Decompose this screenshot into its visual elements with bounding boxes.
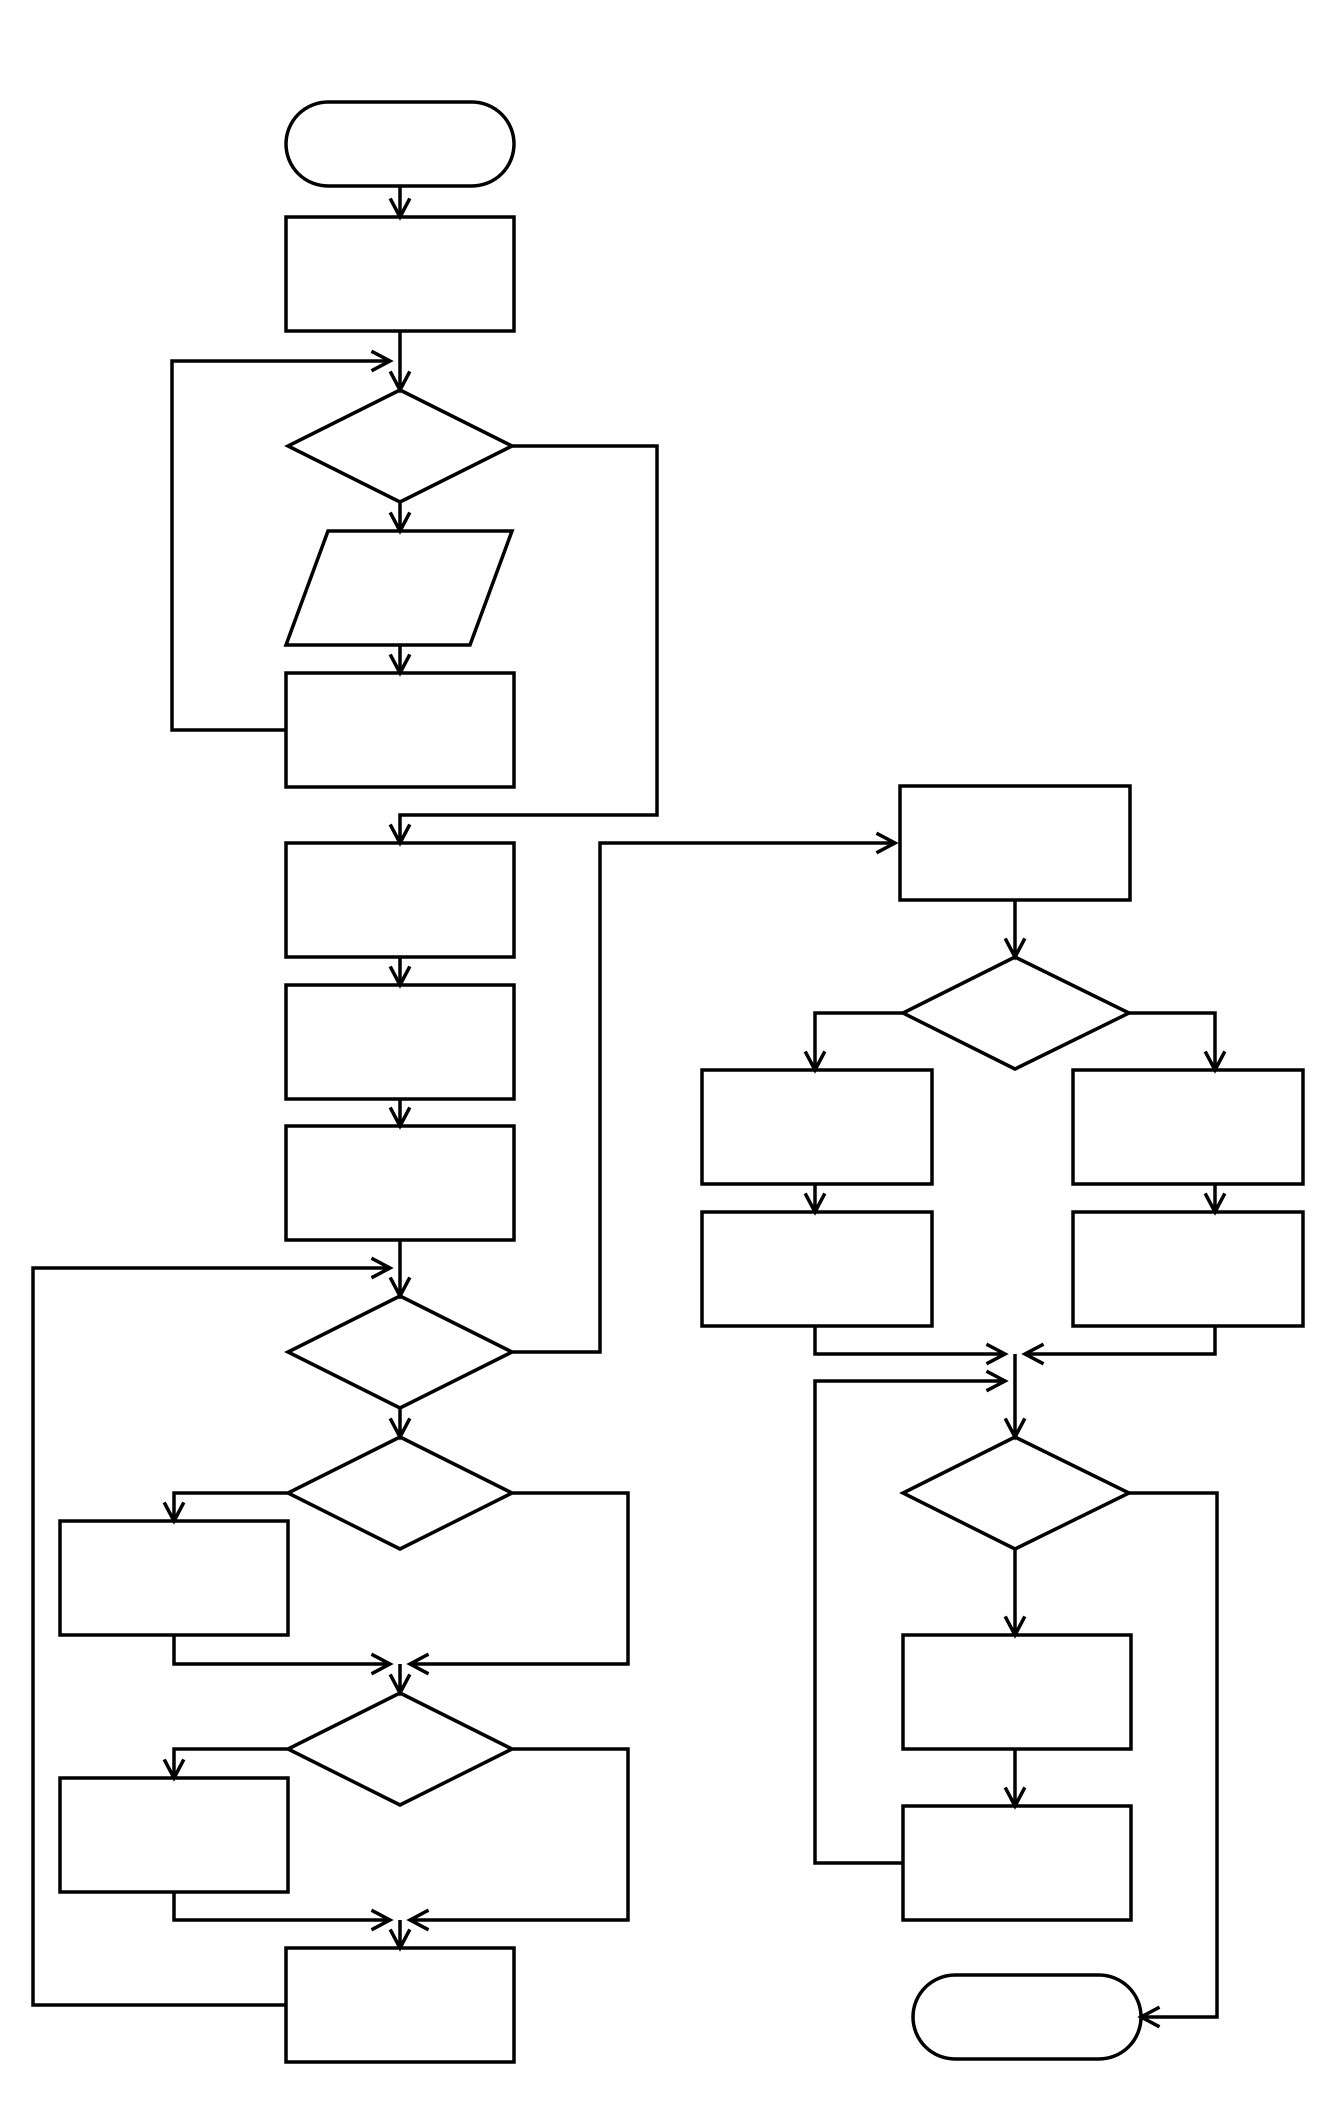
arrow-down-box2 bbox=[388, 653, 412, 677]
arrow-down-loop-end bbox=[388, 1928, 412, 1952]
decision-split bbox=[899, 955, 1133, 1071]
process-box-right-2 bbox=[901, 1633, 1133, 1751]
connector-split-right bbox=[1129, 1011, 1217, 1070]
process-box-right-3 bbox=[901, 1804, 1133, 1922]
arrow-down-decision3 bbox=[1003, 1417, 1027, 1441]
arrow-right-to-right1 bbox=[875, 831, 899, 855]
process-box-4 bbox=[284, 983, 516, 1101]
connector-loop1-return bbox=[170, 359, 390, 732]
decision-loop-1 bbox=[284, 388, 516, 504]
arrow-right-loop1-return bbox=[370, 349, 394, 373]
decision-branch-1 bbox=[284, 1435, 516, 1551]
arrow-down-box3 bbox=[388, 823, 412, 847]
arrow-down-branch1 bbox=[388, 1417, 412, 1441]
process-box-right-path-1 bbox=[1071, 1068, 1305, 1186]
connector-loop3-return bbox=[813, 1379, 1005, 1865]
connector-branch1-right bbox=[410, 1491, 630, 1666]
process-box-left-path-1 bbox=[700, 1068, 934, 1186]
connector-left-path-merge bbox=[813, 1326, 1005, 1356]
arrow-left-end bbox=[1137, 2005, 1161, 2029]
arrow-left-merge3 bbox=[1021, 1342, 1045, 1366]
connector-branch2-left bbox=[172, 1747, 288, 1778]
process-box-loop-end bbox=[284, 1946, 516, 2064]
connector-decision1-exit bbox=[398, 444, 659, 843]
process-box-right-path-2 bbox=[1071, 1210, 1305, 1328]
arrow-down-right2 bbox=[1003, 1615, 1027, 1639]
process-box-right-1 bbox=[898, 784, 1132, 902]
process-box-branch-1 bbox=[58, 1519, 290, 1637]
arrow-right-loop3-return bbox=[985, 1369, 1009, 1393]
decision-loop-2 bbox=[284, 1294, 516, 1410]
connector-branch2-right bbox=[410, 1747, 630, 1922]
connector-split-left bbox=[813, 1011, 903, 1070]
connector-branch1-left bbox=[172, 1491, 288, 1521]
arrow-down-split bbox=[1003, 937, 1027, 961]
connector-decision3-exit bbox=[1129, 1491, 1219, 2019]
process-box-branch-2 bbox=[58, 1776, 290, 1894]
arrow-down-left-path-1 bbox=[803, 1050, 827, 1074]
arrow-down-box4 bbox=[388, 965, 412, 989]
process-box-2 bbox=[284, 671, 516, 789]
connector-decision2-exit bbox=[512, 841, 895, 1354]
arrow-down-box1 bbox=[388, 197, 412, 221]
process-box-5 bbox=[284, 1124, 516, 1242]
arrow-down-right3 bbox=[1003, 1786, 1027, 1810]
arrow-down-branch2-left bbox=[162, 1758, 186, 1782]
arrow-left-merge1 bbox=[406, 1652, 430, 1676]
process-box-left-path-2 bbox=[700, 1210, 934, 1328]
arrow-down-decision1 bbox=[388, 370, 412, 394]
arrow-down-decision2 bbox=[388, 1276, 412, 1300]
connector-branch2-merge-left bbox=[172, 1892, 390, 1922]
arrow-down-branch2 bbox=[388, 1673, 412, 1697]
end-terminal bbox=[911, 1973, 1143, 2061]
arrow-right-loop2-return bbox=[370, 1256, 394, 1280]
arrow-right-merge2 bbox=[370, 1908, 394, 1932]
arrow-down-input bbox=[388, 511, 412, 535]
decision-branch-2 bbox=[284, 1691, 516, 1807]
arrow-right-merge3 bbox=[985, 1342, 1009, 1366]
input-parallelogram bbox=[283, 529, 515, 647]
connector-right-path-merge bbox=[1025, 1326, 1217, 1356]
connector-loop2-return bbox=[31, 1266, 390, 2007]
connector-branch1-merge-left bbox=[172, 1635, 390, 1666]
arrow-down-right-path-1 bbox=[1203, 1050, 1227, 1074]
process-box-1 bbox=[284, 215, 516, 333]
arrow-down-right-path-2 bbox=[1203, 1192, 1227, 1216]
arrow-down-left-path-2 bbox=[803, 1192, 827, 1216]
arrow-down-branch1-left bbox=[162, 1501, 186, 1525]
process-box-3 bbox=[284, 841, 516, 959]
arrow-down-box5 bbox=[388, 1106, 412, 1130]
arrow-right-merge1 bbox=[370, 1652, 394, 1676]
arrow-left-merge2 bbox=[406, 1908, 430, 1932]
start-terminal bbox=[284, 100, 516, 188]
decision-loop-3 bbox=[899, 1435, 1133, 1551]
